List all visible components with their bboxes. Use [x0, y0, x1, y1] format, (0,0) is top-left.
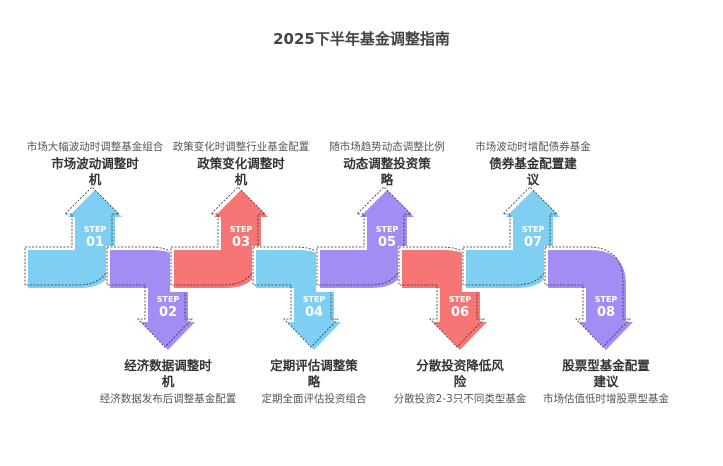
- step-title: 分散投资降低风险: [416, 358, 504, 389]
- step-title: 市场波动调整时机: [51, 156, 139, 187]
- step-label-01: 市场大幅波动时调整基金组合市场波动调整时机: [25, 141, 165, 188]
- step-number: 08: [597, 305, 615, 320]
- step-title: 定期评估调整策略: [270, 358, 358, 389]
- step-number: 06: [451, 305, 469, 320]
- step-title: 债券基金配置建议: [489, 156, 577, 187]
- diagram-title: 2025下半年基金调整指南: [273, 30, 450, 48]
- step-prefix: STEP: [230, 225, 253, 234]
- step-label-03: 政策变化时调整行业基金配置政策变化调整时机: [171, 141, 311, 188]
- step-number: 04: [305, 305, 323, 320]
- step-description: 定期全面评估投资组合: [261, 393, 367, 405]
- step-description: 市场估值低时增股票型基金: [543, 393, 669, 405]
- step-label-07: 市场波动时增配债券基金债券基金配置建议: [463, 141, 603, 188]
- step-number: 05: [378, 235, 396, 250]
- step-label-04: 定期评估调整策略定期全面评估投资组合: [244, 358, 384, 406]
- step-number: 07: [524, 235, 542, 250]
- step-description: 分散投资2-3只不同类型基金: [393, 393, 527, 405]
- step-description: 市场波动时增配债券基金: [475, 141, 591, 153]
- step-prefix: STEP: [449, 295, 472, 304]
- arrow-shape: [548, 250, 633, 350]
- arrow-shape: [28, 190, 122, 288]
- step-title: 经济数据调整时机: [124, 358, 212, 389]
- step-title: 动态调整投资策略: [343, 156, 431, 187]
- step-label-05: 随市场趋势动态调整比例动态调整投资策略: [317, 141, 457, 188]
- step-title: 政策变化调整时机: [197, 156, 285, 187]
- arrow-shape: [174, 190, 268, 288]
- step-title: 股票型基金配置建议: [562, 358, 650, 389]
- step-description: 市场大幅波动时调整基金组合: [26, 141, 164, 153]
- step-number: 02: [159, 305, 177, 320]
- step-label-06: 分散投资降低风险分散投资2-3只不同类型基金: [390, 358, 530, 406]
- step-description: 随市场趋势动态调整比例: [329, 141, 445, 153]
- step-label-02: 经济数据调整时机经济数据发布后调整基金配置: [98, 358, 238, 406]
- step-prefix: STEP: [157, 295, 180, 304]
- step-number: 03: [232, 235, 250, 250]
- arrow-shape: [466, 190, 560, 288]
- step-description: 经济数据发布后调整基金配置: [99, 393, 237, 405]
- step-prefix: STEP: [303, 295, 326, 304]
- step-number: 01: [86, 235, 104, 250]
- step-prefix: STEP: [84, 225, 107, 234]
- step-prefix: STEP: [376, 225, 399, 234]
- step-description: 政策变化时调整行业基金配置: [172, 141, 310, 153]
- step-prefix: STEP: [595, 295, 618, 304]
- arrow-shape: [320, 190, 414, 288]
- arrow-dotted-outline: [544, 246, 631, 348]
- step-prefix: STEP: [522, 225, 545, 234]
- step-label-08: 股票型基金配置建议市场估值低时增股票型基金: [536, 358, 676, 406]
